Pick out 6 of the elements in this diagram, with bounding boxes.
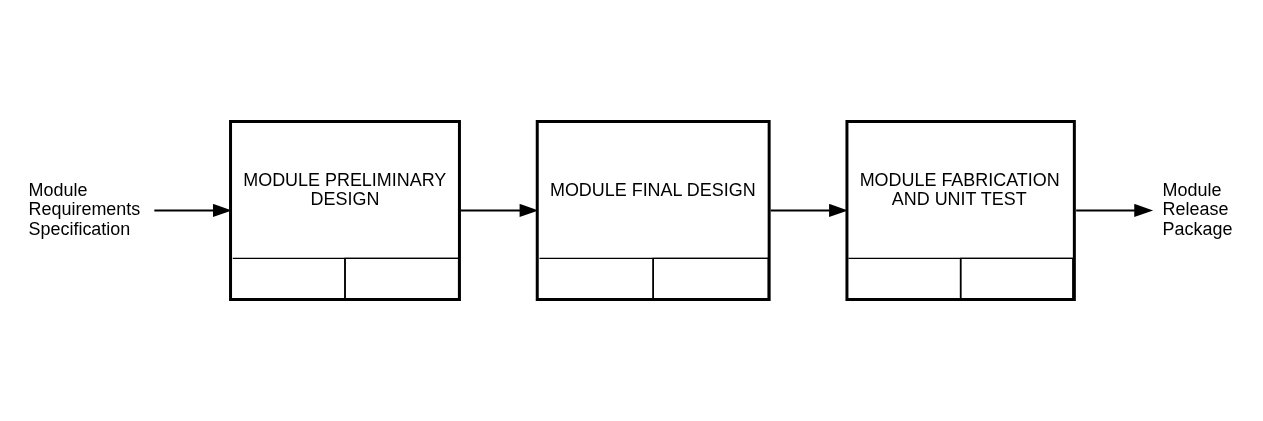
node-text: Module Requirements Specification <box>28 179 141 239</box>
node-text: Module Release Package <box>1162 179 1233 239</box>
arrow <box>153 203 232 218</box>
arrow <box>460 203 539 218</box>
arrow <box>1075 203 1154 218</box>
arrow <box>769 203 848 218</box>
